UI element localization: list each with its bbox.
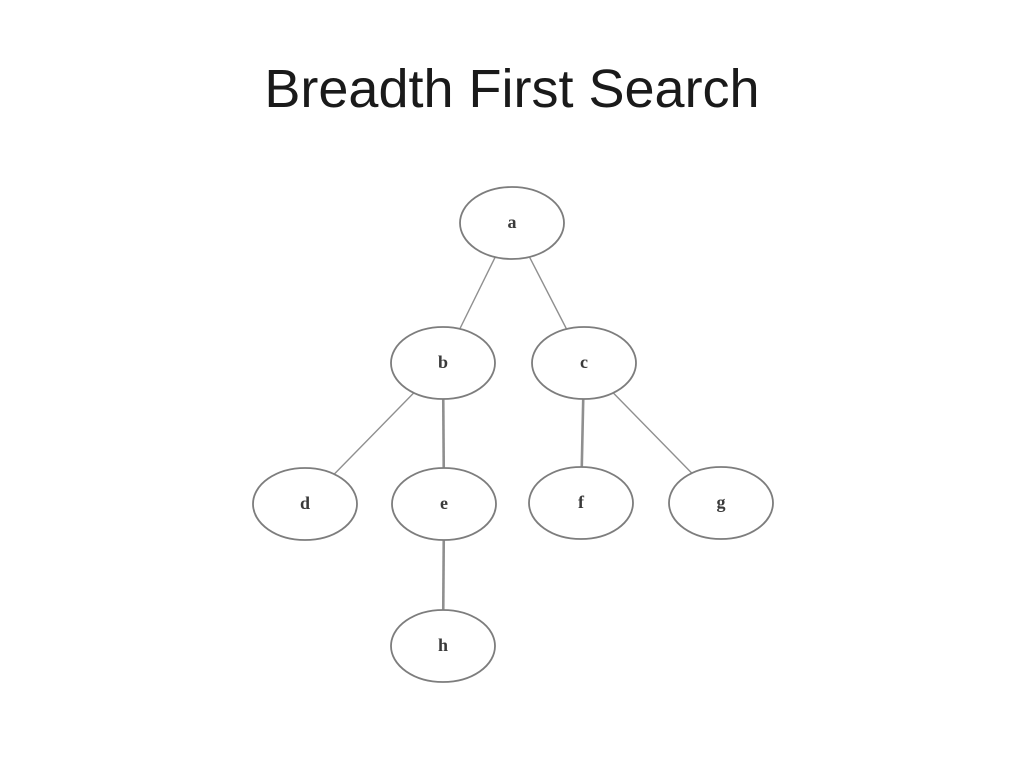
tree-node-label-a: a	[508, 212, 517, 232]
tree-node-a: a	[459, 186, 565, 260]
tree-node-ellipse-e	[391, 467, 497, 541]
tree-node-label-c: c	[580, 352, 588, 372]
tree-node-label-b: b	[438, 352, 448, 372]
tree-node-d: d	[252, 467, 358, 541]
tree-node-ellipse-g	[668, 466, 774, 540]
tree-node-label-f: f	[578, 492, 585, 512]
slide-title: Breadth First Search	[264, 59, 760, 119]
tree-node-ellipse-b	[390, 326, 496, 400]
tree-node-label-d: d	[300, 493, 310, 513]
tree-node-ellipse-d	[252, 467, 358, 541]
tree-node-ellipse-f	[528, 466, 634, 540]
tree-node-label-h: h	[438, 635, 448, 655]
tree-node-g: g	[668, 466, 774, 540]
tree-node-ellipse-c	[531, 326, 637, 400]
tree-node-label-g: g	[717, 492, 726, 512]
tree-node-e: e	[391, 467, 497, 541]
tree-node-c: c	[531, 326, 637, 400]
tree-node-f: f	[528, 466, 634, 540]
tree-node-ellipse-a	[459, 186, 565, 260]
tree-node-h: h	[390, 609, 496, 683]
tree-node-label-e: e	[440, 493, 448, 513]
tree-node-b: b	[390, 326, 496, 400]
tree-node-ellipse-h	[390, 609, 496, 683]
